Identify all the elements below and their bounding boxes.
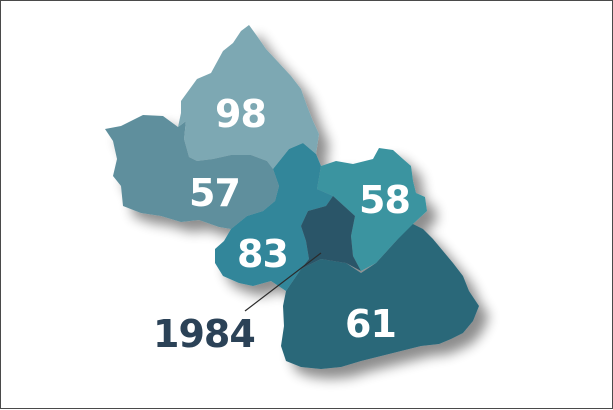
region-58-label: 58 (359, 178, 410, 222)
region-98[interactable] (178, 25, 319, 169)
region-58[interactable] (317, 148, 427, 271)
region-1984-label: 1984 (153, 312, 255, 356)
region-83-label: 83 (237, 232, 288, 276)
region-1984[interactable] (301, 196, 361, 271)
leader-line (244, 252, 322, 312)
region-98-label: 98 (215, 92, 266, 136)
region-61-label: 61 (345, 302, 396, 346)
region-57[interactable] (105, 115, 279, 229)
region-61[interactable] (281, 223, 479, 369)
region-83[interactable] (215, 143, 333, 291)
region-57-label: 57 (189, 171, 240, 215)
